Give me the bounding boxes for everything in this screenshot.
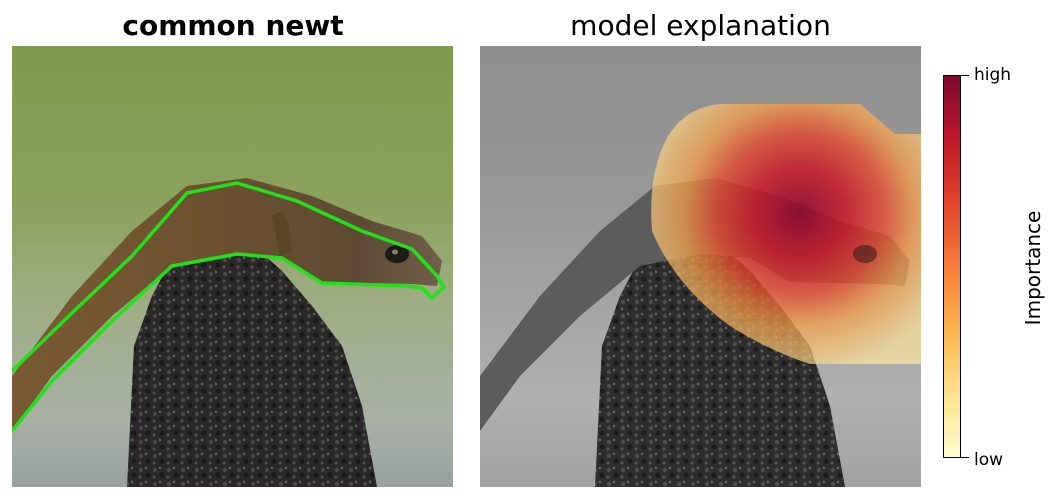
- original-image-panel: [12, 46, 453, 487]
- colorbar-tick-low: [961, 457, 969, 458]
- explanation-heatmap: [480, 46, 921, 487]
- newt-photo: [12, 46, 453, 487]
- right-panel-title: model explanation: [570, 9, 831, 42]
- colorbar-tick-high: [961, 75, 969, 76]
- left-panel-title: common newt: [122, 9, 344, 42]
- colorbar-axis-label: Importance: [1021, 210, 1045, 326]
- explanation-panel: [480, 46, 921, 487]
- segmentation-outline: [12, 181, 447, 433]
- colorbar: [943, 75, 961, 458]
- colorbar-high-label: high: [974, 65, 1012, 85]
- colorbar-low-label: low: [974, 450, 1004, 470]
